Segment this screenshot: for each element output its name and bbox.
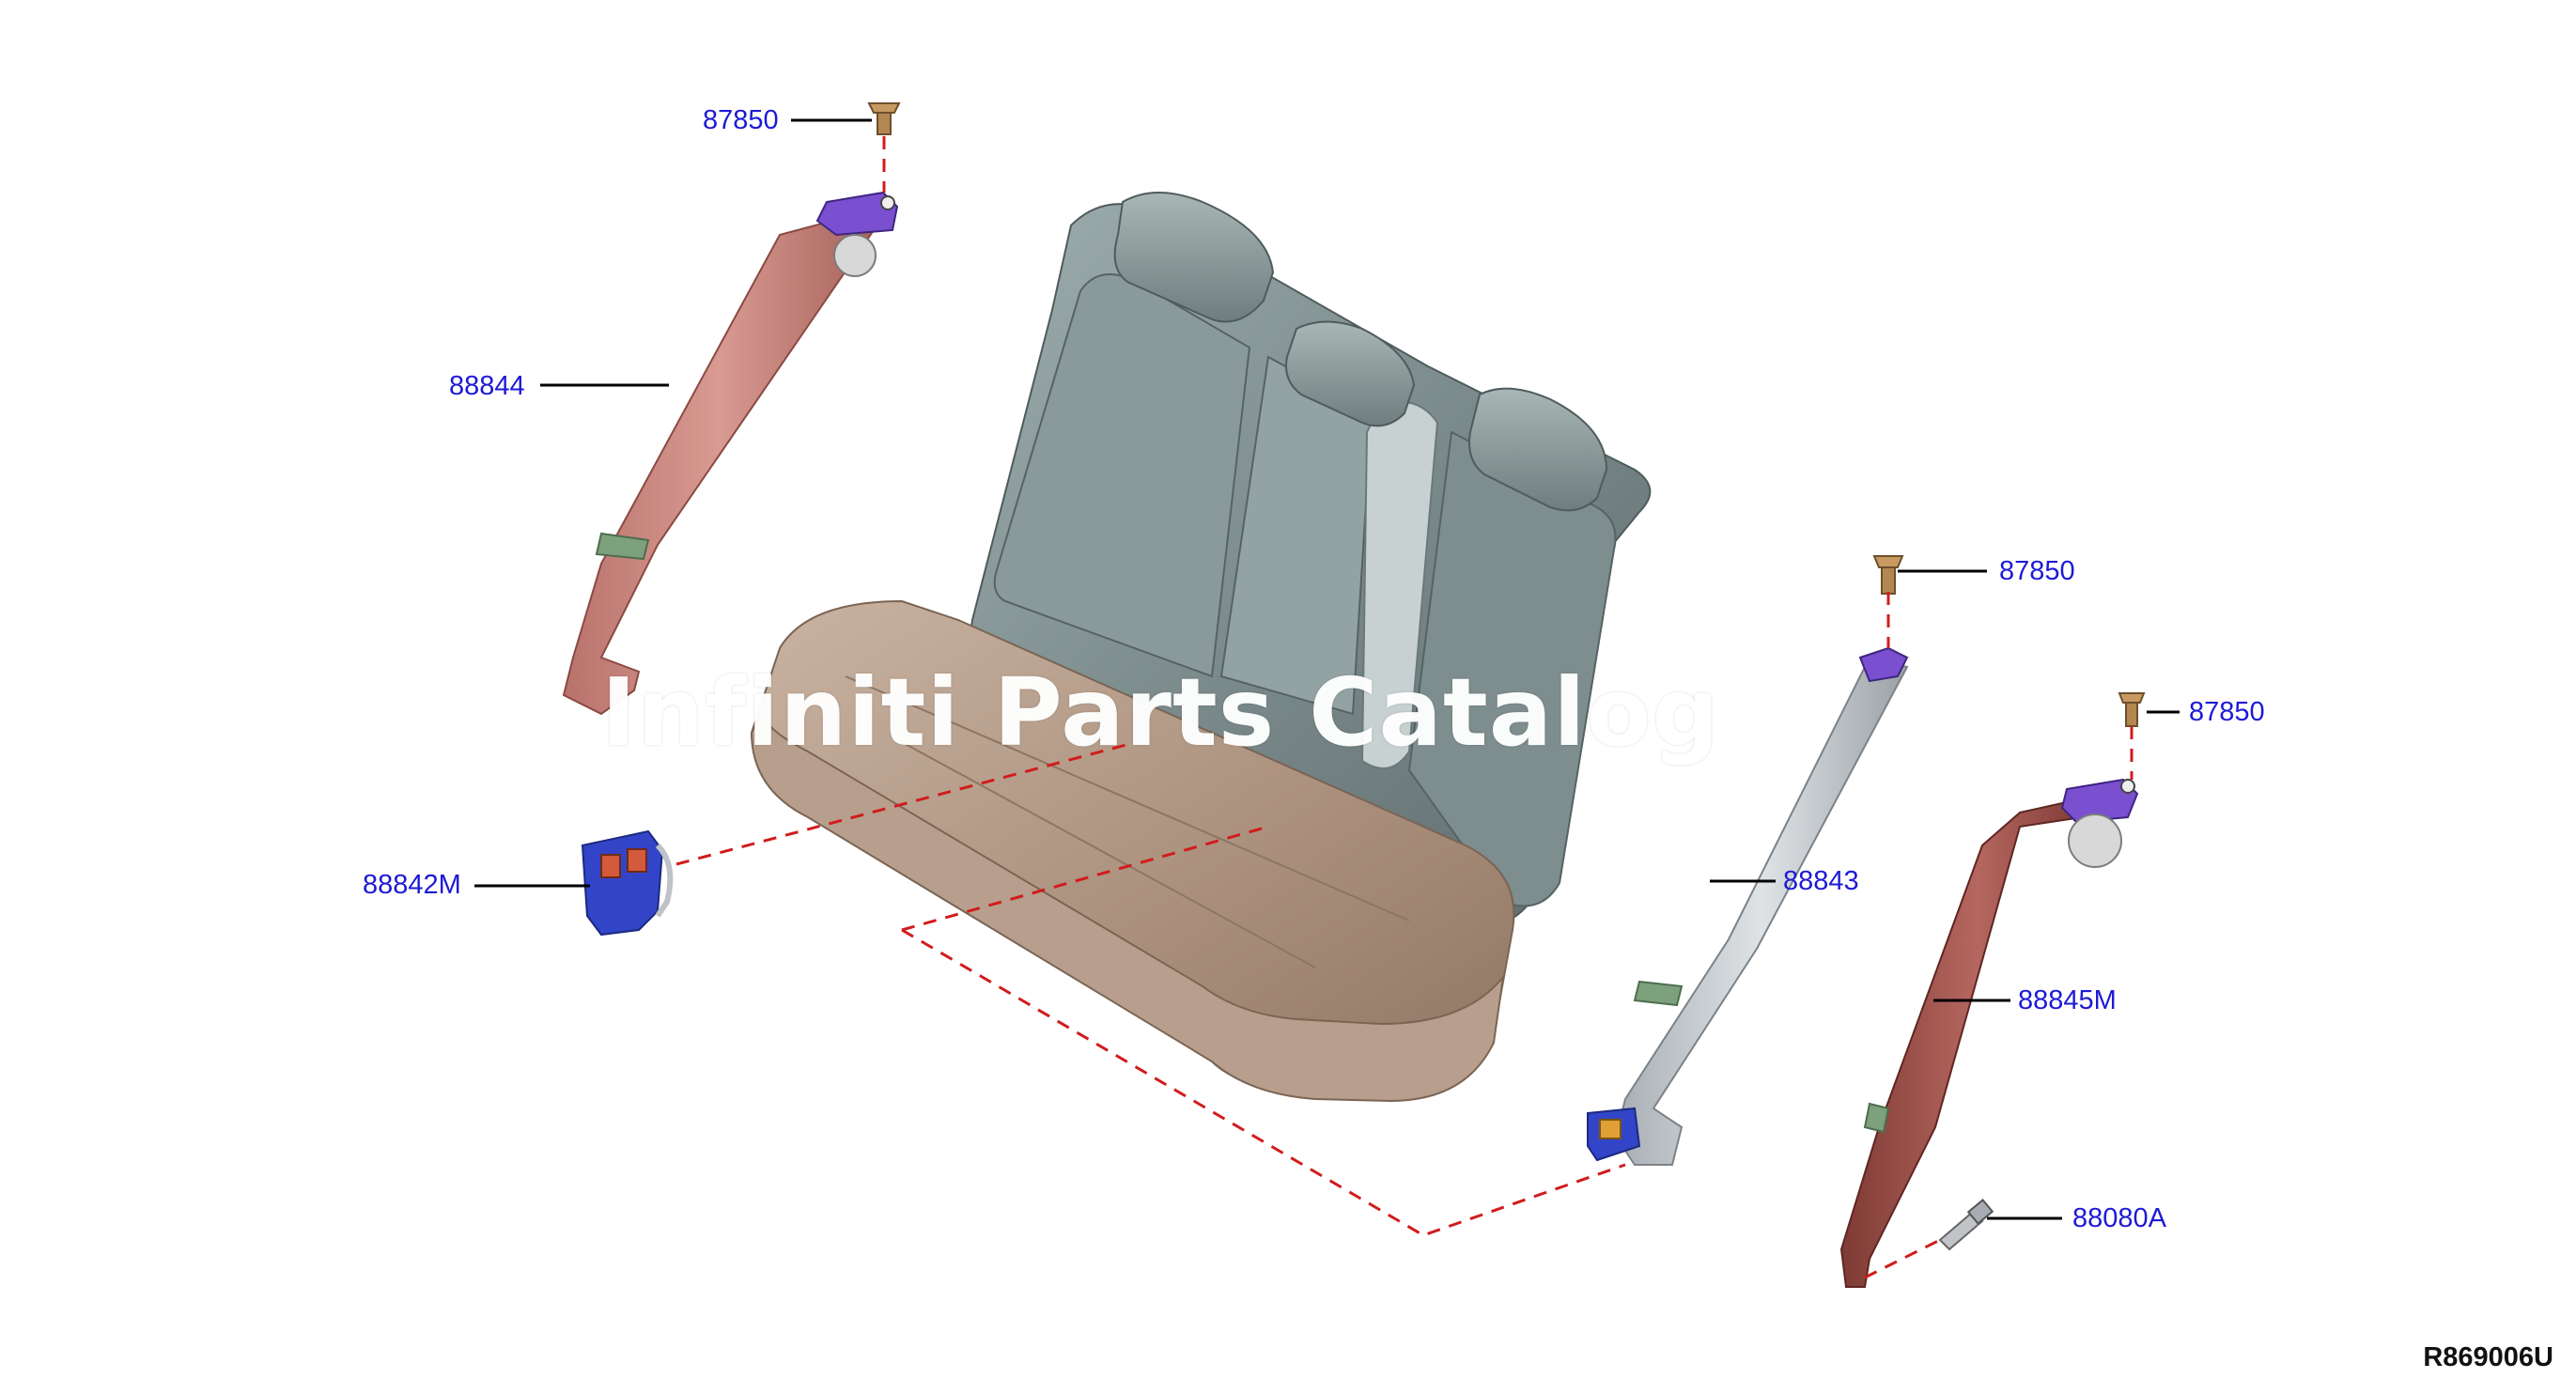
center-belt-guide: [1633, 980, 1684, 1007]
bolt-87850-right: [2118, 692, 2146, 727]
headrest-left: [1113, 192, 1275, 323]
center-belt-webbing: [1614, 656, 1909, 1166]
callout-88080a[interactable]: 88080A: [2072, 1203, 2166, 1233]
seat-back-left-panel: [993, 273, 1251, 678]
callout-87850-center[interactable]: 87850: [1999, 556, 2075, 586]
assembly-dashed-lines: [675, 136, 2134, 1279]
headrest-right: [1468, 387, 1608, 512]
watermark-text: Infiniti Parts Catalog: [601, 658, 1720, 767]
seat-cushion-front: [750, 711, 1505, 1103]
rear-seat-assembly: [750, 192, 1652, 1103]
callout-88845m[interactable]: 88845M: [2018, 985, 2117, 1015]
right-seat-belt: [1839, 692, 2146, 1288]
left-seat-belt: [562, 102, 901, 716]
buckle-88842m: [581, 829, 674, 937]
callout-88844[interactable]: 88844: [449, 371, 525, 401]
right-retractor-bracket: [2060, 778, 2139, 868]
left-retractor-bracket: [815, 191, 899, 277]
callout-87850-right[interactable]: 87850: [2189, 697, 2265, 727]
center-anchor-bracket: [1858, 646, 1909, 683]
seat-cushion-seam-2: [901, 741, 1316, 968]
callout-87850-top-left[interactable]: 87850: [703, 105, 779, 135]
bolt-87850-top-left: [867, 102, 901, 135]
seat-cushion-seam-1: [845, 675, 1410, 922]
right-belt-guide: [1863, 1102, 1890, 1134]
center-belt-buckle: [1587, 1107, 1641, 1162]
callout-88842m[interactable]: 88842M: [363, 870, 461, 900]
center-seat-belt: [1587, 555, 1909, 1166]
left-belt-webbing: [562, 214, 876, 716]
bolt-87850-center: [1872, 555, 1904, 595]
left-belt-guide: [595, 532, 650, 561]
diagram-reference-code: R869006U: [2423, 1342, 2553, 1372]
callout-88843[interactable]: 88843: [1783, 866, 1859, 896]
bolt-88080a: [1938, 1199, 1994, 1251]
headrest-center: [1285, 320, 1416, 427]
leader-lines: [474, 118, 2180, 1220]
